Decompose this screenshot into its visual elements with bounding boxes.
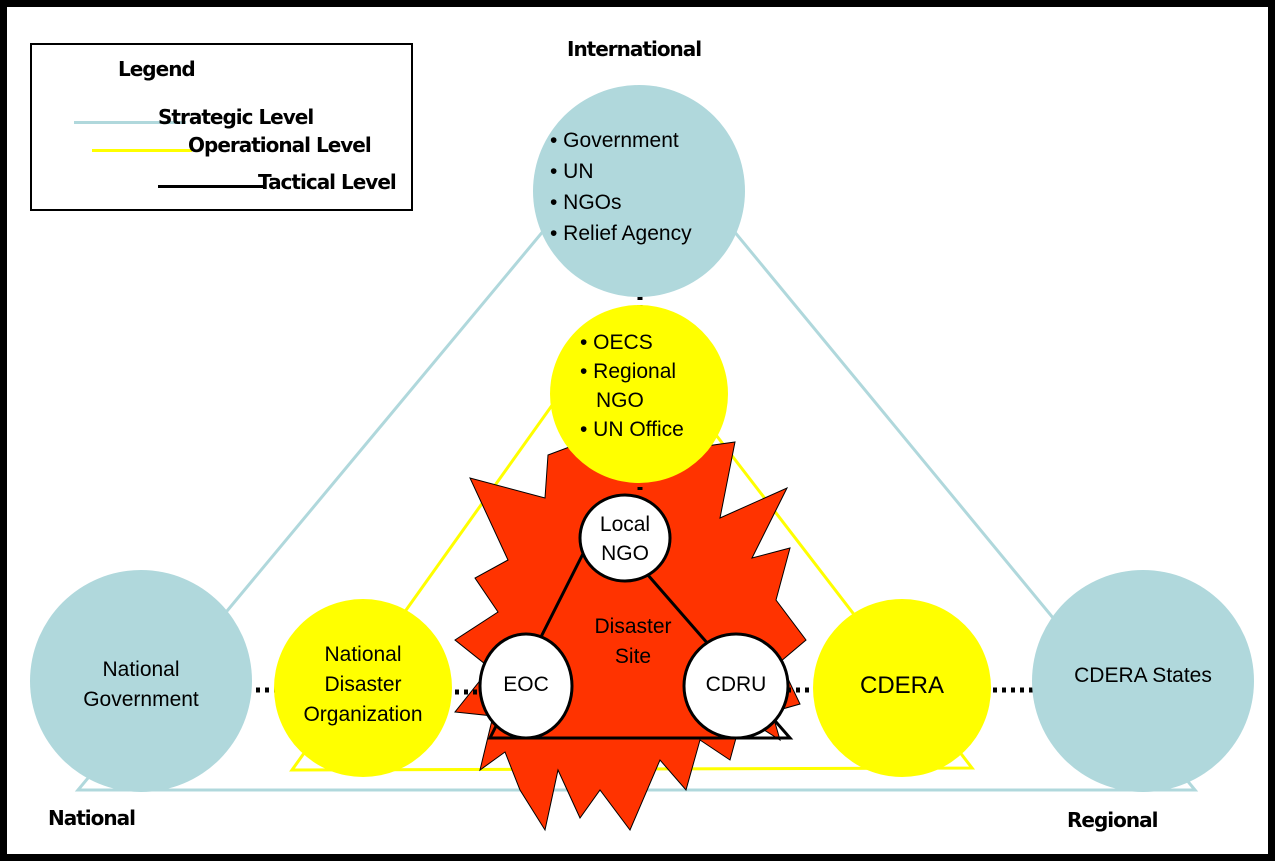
regional-line-ngo: NGO: [596, 389, 644, 412]
legend-operational-label: Operational Level: [188, 133, 372, 157]
cdru-label: CDRU: [705, 673, 767, 696]
regional-line-un-office: • UN Office: [580, 418, 684, 441]
regional-office-node: [550, 305, 728, 483]
disaster-site-line-2: Site: [614, 645, 652, 668]
ndo-line-3: Organization: [303, 703, 423, 726]
regional-office-node-text: • OECS • Regional NGO • UN Office: [580, 328, 684, 444]
national-disaster-organization-text: National Disaster Organization: [293, 640, 433, 730]
international-line-relief-agency: • Relief Agency: [550, 222, 692, 245]
cdera-states-node: [1032, 570, 1254, 792]
eoc-label: EOC: [503, 673, 549, 696]
cdera-node: [813, 599, 991, 777]
regional-line-regional: • Regional: [580, 360, 677, 383]
international-corner-label: International: [567, 37, 702, 61]
ndo-line-2: Disaster: [324, 673, 402, 696]
cdru-node: [682, 632, 790, 740]
national-government-text: National Government: [61, 655, 221, 715]
ndo-line-1: National: [324, 643, 402, 666]
cdera-label: CDERA: [859, 672, 944, 699]
local-ngo-line-1: Local: [599, 513, 651, 536]
cdera-states-label: CDERA States: [1074, 664, 1212, 687]
legend-title: Legend: [118, 57, 196, 81]
legend-operational-swatch: [92, 149, 192, 152]
international-node: [533, 85, 745, 297]
legend-box: Legend Strategic Level Operational Level…: [30, 43, 413, 211]
national-corner-label: National: [48, 806, 136, 830]
tactical-level-triangle: [487, 517, 794, 740]
disaster-site-text: Disaster Site: [578, 612, 688, 672]
national-government-line-1: National: [102, 658, 180, 681]
legend-strategic-label: Strategic Level: [158, 105, 314, 129]
local-ngo-node: [578, 493, 672, 583]
eoc-node: [478, 632, 574, 740]
international-node-text: • Government • UN • NGOs • Relief Agency: [550, 125, 692, 249]
disaster-site-line-1: Disaster: [594, 615, 672, 638]
national-disaster-organization-node: [274, 599, 452, 777]
regional-line-oecs: • OECS: [580, 331, 653, 354]
national-government-line-2: Government: [83, 688, 199, 711]
local-ngo-text: Local NGO: [580, 510, 670, 568]
legend-tactical-label: Tactical Level: [258, 170, 397, 194]
international-line-un: • UN: [550, 160, 594, 183]
regional-corner-label: Regional: [1067, 808, 1158, 832]
national-government-node: [30, 570, 252, 792]
legend-strategic-swatch: [74, 121, 186, 124]
local-ngo-line-2: NGO: [601, 542, 649, 565]
legend-tactical-swatch: [158, 185, 264, 188]
international-line-ngos: • NGOs: [550, 191, 622, 214]
international-line-government: • Government: [550, 129, 679, 152]
